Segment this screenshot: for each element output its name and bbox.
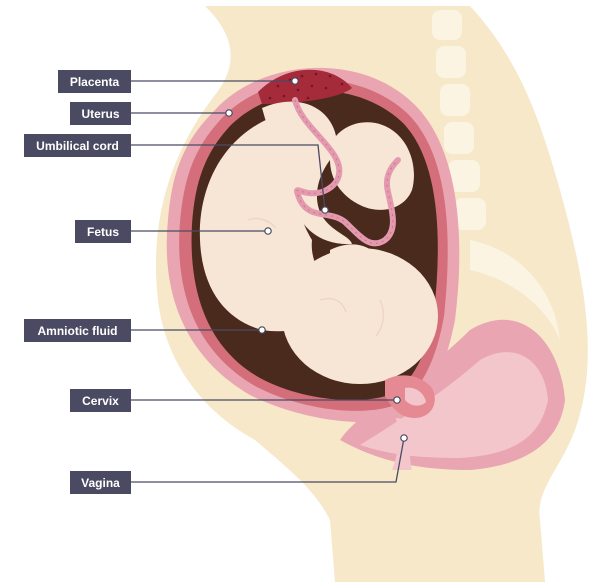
- uterus-dot: [226, 110, 232, 116]
- label-umbilical-cord-text: Umbilical cord: [36, 139, 119, 153]
- placenta-dot: [292, 78, 298, 84]
- label-fetus: Fetus: [75, 220, 131, 243]
- label-cervix-text: Cervix: [82, 394, 119, 408]
- label-vagina-text: Vagina: [81, 476, 120, 490]
- fetus-dot: [265, 228, 271, 234]
- label-cervix: Cervix: [70, 389, 131, 412]
- label-placenta-text: Placenta: [70, 75, 120, 89]
- label-fetus-text: Fetus: [87, 225, 119, 239]
- label-uterus-text: Uterus: [81, 107, 119, 121]
- vagina-dot: [401, 435, 407, 441]
- amniotic-fluid-dot: [259, 327, 265, 333]
- label-vagina: Vagina: [70, 471, 131, 494]
- cervix-dot: [394, 397, 400, 403]
- label-uterus: Uterus: [70, 102, 131, 125]
- label-amniotic-fluid: Amniotic fluid: [24, 319, 131, 342]
- label-amniotic-fluid-text: Amniotic fluid: [38, 324, 118, 338]
- umbilical-cord-dot: [322, 207, 328, 213]
- label-umbilical-cord: Umbilical cord: [24, 134, 131, 157]
- label-placenta: Placenta: [58, 70, 131, 93]
